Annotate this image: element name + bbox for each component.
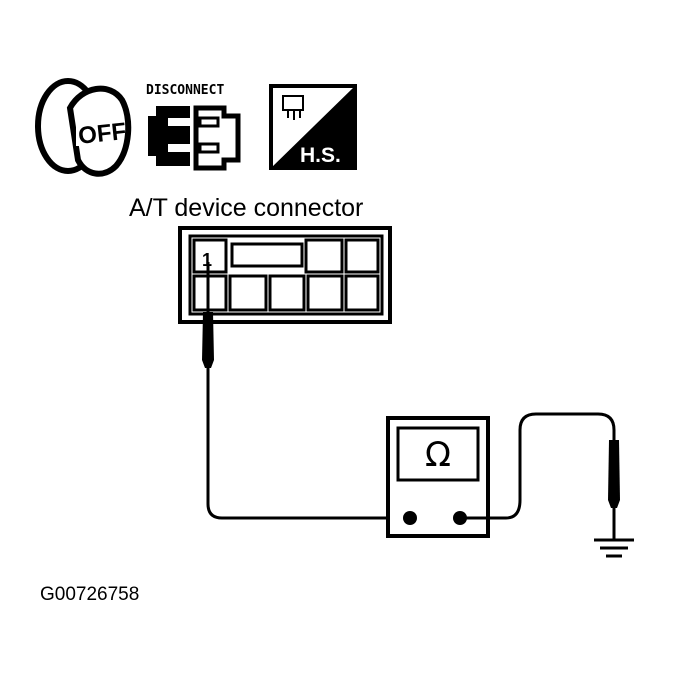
wire-left xyxy=(206,368,410,520)
ohm-symbol: Ω xyxy=(425,435,451,475)
connector-latch xyxy=(230,242,304,268)
meter-terminal-left xyxy=(403,511,417,525)
ignition-off-label: OFF xyxy=(77,118,128,150)
figure-id: G00726758 xyxy=(40,584,139,605)
connector-cavity xyxy=(192,274,228,312)
connector-title: A/T device connector xyxy=(129,194,363,222)
connector-cavity xyxy=(344,274,380,312)
terminal-1-label: 1 xyxy=(202,250,212,270)
disconnect-label: DISCONNECT xyxy=(146,83,224,98)
at-device-connector: 1 xyxy=(178,226,392,324)
disconnect-connector-icon: DISCONNECT xyxy=(146,83,241,171)
connector-cavity xyxy=(306,274,344,312)
wire-right xyxy=(460,412,616,520)
ground-icon xyxy=(594,538,634,558)
ohmmeter-display xyxy=(396,426,480,482)
connector-cavity xyxy=(344,238,380,274)
harness-side-label: H.S. xyxy=(300,144,341,167)
ignition-key-off-icon: OFF xyxy=(35,78,132,177)
connector-cavity xyxy=(304,238,344,274)
probe-right xyxy=(608,440,620,540)
probe-left xyxy=(202,262,214,368)
connector-cavity xyxy=(228,274,268,312)
connector-cavity xyxy=(268,274,306,312)
harness-side-icon: H.S. xyxy=(269,84,357,170)
ohmmeter: Ω xyxy=(386,416,490,538)
connector-cavity-1 xyxy=(192,238,228,274)
